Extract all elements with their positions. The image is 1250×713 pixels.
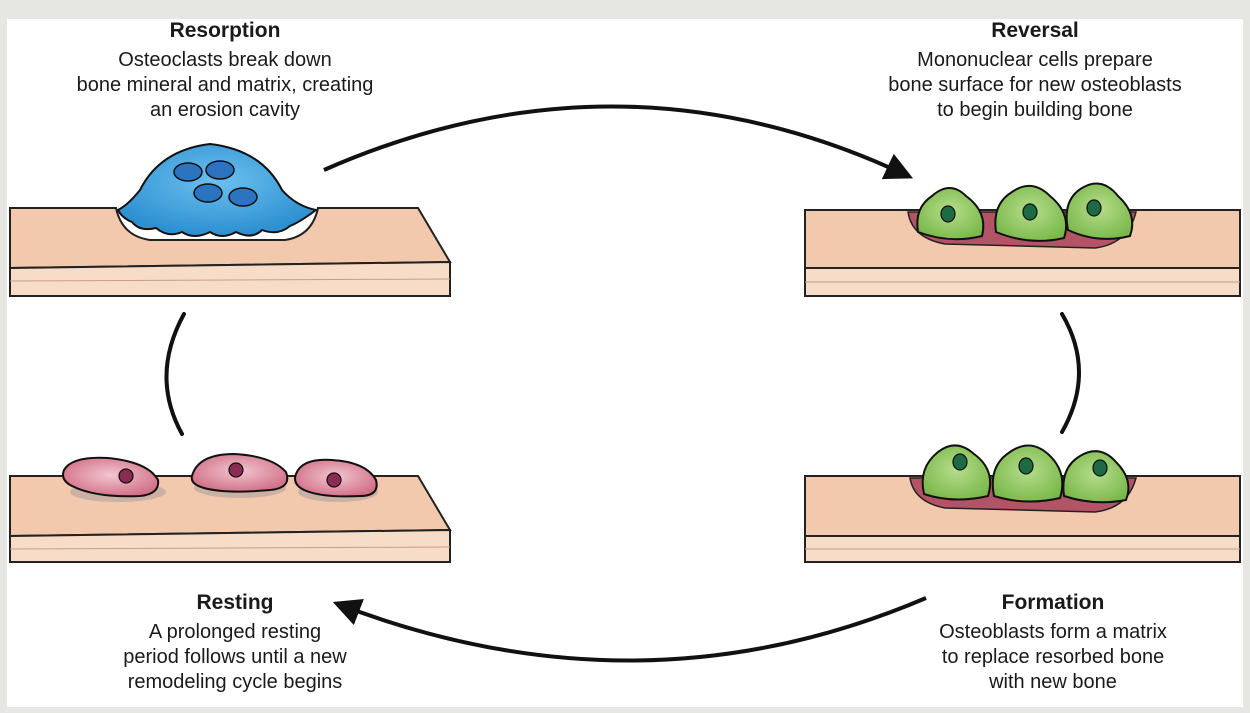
reversal-title: Reversal	[991, 19, 1079, 42]
formation-label: Formation Osteoblasts form a matrix to r…	[898, 590, 1208, 695]
formation-title: Formation	[1001, 591, 1105, 614]
connector-resting-to-resorption	[164, 312, 186, 436]
arrow-resorption-to-reversal	[323, 104, 914, 180]
osteoblast-nucleus	[940, 205, 956, 223]
osteoblast-nucleus	[1022, 203, 1038, 221]
reversal-label: Reversal Mononuclear cells prepare bone …	[855, 18, 1215, 123]
arrow-formation-to-resting	[332, 596, 927, 663]
osteoclast-nucleus	[228, 187, 258, 207]
osteoblast-nucleus	[1086, 199, 1102, 217]
resting-label: Resting A prolonged resting period follo…	[75, 590, 395, 695]
formation-description: Osteoblasts form a matrix to replace res…	[939, 621, 1167, 693]
osteoblast-nucleus	[1018, 457, 1034, 475]
resting-title: Resting	[196, 591, 274, 614]
resorption-title: Resorption	[169, 19, 281, 42]
osteoblast-nucleus	[952, 453, 968, 471]
formation-osteoblasts	[921, 444, 1130, 504]
lining-cell	[62, 456, 160, 498]
resorption-description: Osteoclasts break down bone mineral and …	[76, 49, 374, 121]
osteoclast-nucleus	[193, 183, 223, 203]
connector-reversal-to-formation	[1060, 312, 1081, 434]
lining-cell-nucleus	[228, 462, 244, 478]
osteoclast-cell	[116, 142, 319, 237]
lining-cell-nucleus	[118, 468, 134, 484]
osteoblast-cell	[921, 444, 992, 501]
diagram-frame	[7, 19, 1243, 707]
resorption-label: Resorption Osteoclasts break down bone m…	[60, 18, 390, 123]
reversal-description: Mononuclear cells prepare bone surface f…	[888, 49, 1182, 121]
osteoblast-nucleus	[1092, 459, 1108, 477]
resorption-bone-slab	[9, 207, 452, 297]
osteoclast-nucleus	[205, 160, 235, 180]
osteoclast-nucleus	[173, 162, 203, 182]
lining-cell-nucleus	[326, 472, 342, 488]
resting-description: A prolonged resting period follows until…	[123, 621, 347, 693]
reversal-osteoblasts	[916, 182, 1134, 242]
osteoblast-cell	[1062, 450, 1130, 504]
resting-lining-cells	[62, 452, 378, 502]
